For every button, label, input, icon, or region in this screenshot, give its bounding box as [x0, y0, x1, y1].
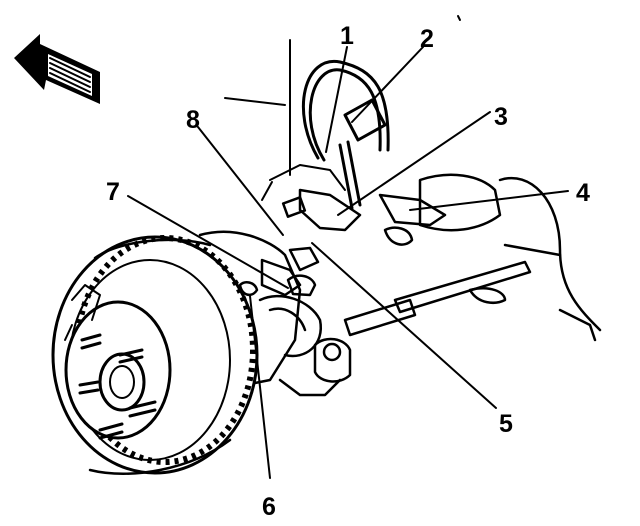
callout-5: 5: [499, 410, 513, 438]
callout-8: 8: [186, 106, 200, 134]
callout-2: 2: [420, 25, 434, 53]
callout-4: 4: [576, 179, 590, 207]
upper-bracket: [298, 188, 447, 246]
leader-line-7: [127, 195, 289, 289]
leader-line-5: [311, 242, 497, 409]
frame-and-tie-rod: [343, 173, 602, 342]
strut-assembly: [224, 15, 461, 201]
wheel-studs: [78, 333, 157, 440]
callout-1: 1: [340, 22, 354, 50]
leader-lines: [127, 46, 569, 479]
leader-line-2: [351, 46, 424, 123]
hose-fittings: [281, 196, 320, 297]
callout-labels: 1 2 3 4 5 6 7 8: [106, 22, 590, 521]
leader-line-4: [409, 190, 569, 211]
brake-hose: [301, 59, 390, 210]
callout-3: 3: [494, 103, 508, 131]
front-direction-arrow-icon: [14, 34, 100, 104]
leader-line-8: [197, 126, 284, 236]
leader-line-3: [337, 111, 491, 216]
callout-6: 6: [262, 493, 276, 521]
callout-7: 7: [106, 178, 120, 206]
leader-line-1: [325, 46, 348, 153]
leader-line-6: [249, 295, 271, 479]
